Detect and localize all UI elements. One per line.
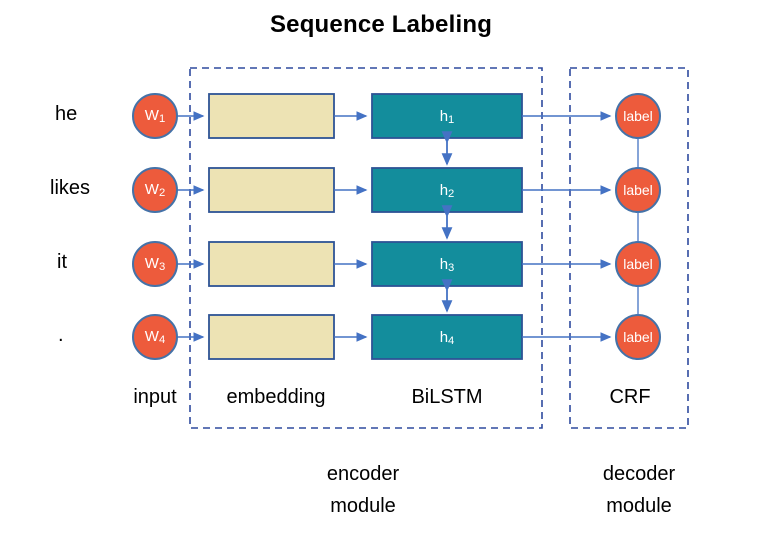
caption-encoder-module: encoder module: [288, 458, 438, 522]
embedding-box-2: [208, 167, 335, 213]
input-word-1: he: [55, 103, 78, 125]
hidden-box-1: [371, 93, 523, 139]
token-circle-1: [132, 93, 178, 139]
embedding-box-4: [208, 314, 335, 360]
encoder-module-box: [189, 67, 543, 429]
embedding-box-3: [208, 241, 335, 287]
hidden-box-2: [371, 167, 523, 213]
caption-embedding: embedding: [226, 386, 326, 408]
label-circle-4: [615, 314, 661, 360]
input-word-3: it: [57, 251, 67, 273]
caption-bilstm: BiLSTM: [411, 386, 483, 408]
input-word-4: .: [58, 324, 64, 346]
label-circle-3: [615, 241, 661, 287]
token-circle-2: [132, 167, 178, 213]
token-circle-4: [132, 314, 178, 360]
hidden-box-4: [371, 314, 523, 360]
embedding-box-1: [208, 93, 335, 139]
page-title: Sequence Labeling: [269, 11, 493, 38]
caption-crf: CRF: [609, 386, 651, 408]
token-circle-3: [132, 241, 178, 287]
decoder-module-line2: module: [606, 495, 672, 517]
label-circle-2: [615, 167, 661, 213]
decoder-module-line1: decoder: [602, 463, 676, 485]
label-circle-1: [615, 93, 661, 139]
caption-decoder-module: decoder module: [564, 458, 714, 522]
hidden-box-3: [371, 241, 523, 287]
caption-input: input: [133, 386, 177, 408]
encoder-module-line2: module: [330, 495, 396, 517]
input-word-2: likes: [50, 177, 91, 199]
encoder-module-line1: encoder: [326, 463, 400, 485]
